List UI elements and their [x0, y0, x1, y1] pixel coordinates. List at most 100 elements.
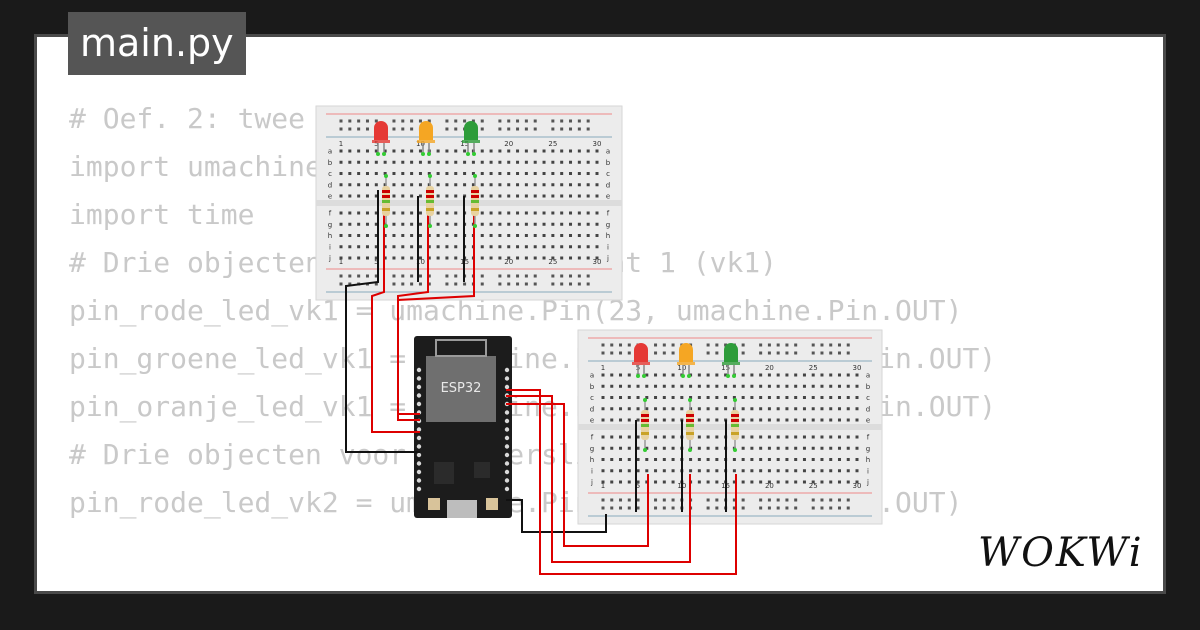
esp32-pin [504, 469, 510, 475]
column-label: 30 [853, 364, 862, 372]
row-label: b [328, 159, 333, 167]
row-label: e [606, 193, 610, 201]
row-label: i [607, 243, 609, 251]
row-label: i [329, 243, 331, 251]
row-label: d [606, 181, 610, 189]
row-label: g [606, 221, 610, 229]
row-label: f [867, 434, 870, 442]
esp32-board: ESP32 [414, 336, 512, 518]
row-label: e [866, 417, 870, 425]
green-led-vk2 [722, 343, 740, 378]
esp32-pin [416, 376, 422, 381]
row-label: c [590, 394, 594, 402]
column-label: 10 [677, 364, 686, 372]
esp32-pin [416, 478, 422, 483]
row-label: h [328, 232, 332, 240]
row-label: g [866, 445, 870, 453]
column-label: 20 [765, 364, 774, 372]
column-label: 15 [721, 364, 730, 372]
column-label: 25 [548, 258, 557, 266]
column-label: 1 [601, 364, 605, 372]
esp32-pin [416, 401, 422, 407]
column-label: 20 [765, 482, 774, 490]
esp32-pin [416, 461, 422, 466]
esp32-pin [504, 427, 510, 432]
row-label: a [606, 148, 610, 156]
esp32-pin [504, 478, 510, 483]
orange-led-vk2 [677, 343, 695, 378]
row-label: a [590, 372, 594, 380]
resistor [426, 174, 434, 228]
esp32-pin [504, 452, 510, 458]
column-label: 5 [374, 258, 378, 266]
file-tab[interactable]: main.py [68, 12, 246, 75]
column-label: 10 [416, 140, 425, 148]
esp32-pin [416, 444, 422, 449]
red-led-vk1 [372, 121, 390, 156]
row-label: f [329, 210, 332, 218]
column-label: 25 [548, 140, 557, 148]
row-label: d [328, 181, 332, 189]
column-label: 20 [504, 258, 513, 266]
row-label: a [866, 372, 870, 380]
code-line: import umachine [69, 150, 322, 183]
row-label: c [328, 170, 332, 178]
row-label: h [590, 456, 594, 464]
column-label: 15 [460, 140, 469, 148]
column-label: 30 [593, 258, 602, 266]
row-label: b [590, 383, 595, 391]
column-label: 30 [593, 140, 602, 148]
green-led-vk1 [462, 121, 480, 156]
orange-led-vk1 [417, 121, 435, 156]
esp32-pin [416, 452, 422, 458]
resistor [731, 398, 739, 452]
svg-text:WOKWi: WOKWi [978, 530, 1144, 576]
column-label: 30 [853, 482, 862, 490]
row-label: j [866, 479, 869, 487]
row-label: b [866, 383, 871, 391]
column-label: 10 [416, 258, 425, 266]
row-label: j [590, 479, 593, 487]
row-label: g [328, 221, 332, 229]
row-label: b [606, 159, 611, 167]
row-label: f [607, 210, 610, 218]
wokwi-logo: WOKWi [978, 530, 1144, 576]
column-label: 5 [374, 140, 378, 148]
row-label: j [606, 255, 609, 263]
resistor [641, 398, 649, 452]
row-label: c [866, 394, 870, 402]
esp32-pin [504, 435, 510, 441]
resistors [382, 174, 739, 452]
row-label: e [590, 417, 594, 425]
esp32-pin [504, 410, 510, 415]
column-label: 20 [504, 140, 513, 148]
column-label: 1 [601, 482, 605, 490]
code-line: import time [69, 198, 255, 231]
row-label: e [328, 193, 332, 201]
esp32-pin [416, 435, 422, 441]
wires [345, 190, 737, 575]
row-label: h [866, 456, 870, 464]
row-label: f [591, 434, 594, 442]
esp32-pin [504, 461, 510, 466]
column-label: 25 [809, 482, 818, 490]
esp32-pin [504, 444, 510, 449]
esp32-pin [504, 384, 510, 390]
esp32-pin [504, 486, 510, 492]
esp32-pin [416, 469, 422, 475]
esp32-pin [416, 367, 422, 373]
column-label: 5 [636, 482, 640, 490]
column-label: 1 [339, 258, 343, 266]
row-label: j [328, 255, 331, 263]
esp32-chip-label: ESP32 [441, 381, 482, 396]
row-label: c [606, 170, 610, 178]
leds [372, 121, 740, 378]
row-label: h [606, 232, 610, 240]
red-led-vk2 [632, 343, 650, 378]
esp32-pin [416, 393, 422, 398]
resistor [471, 174, 479, 228]
row-label: i [867, 467, 869, 475]
column-label: 1 [339, 140, 343, 148]
row-label: i [591, 467, 593, 475]
